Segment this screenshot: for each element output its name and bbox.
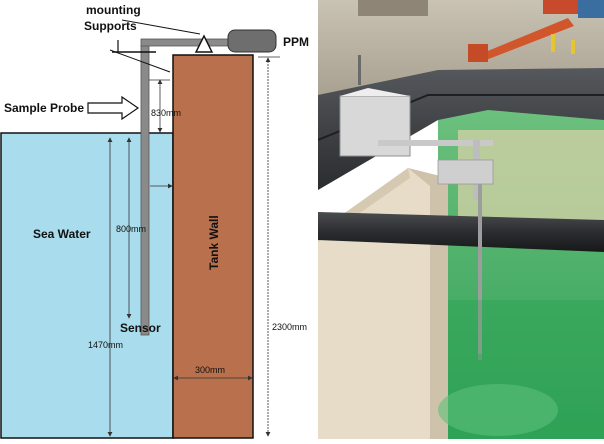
mounting-supports-label-line1: mounting	[86, 3, 141, 17]
crane-arm	[478, 18, 574, 60]
dim-2300mm: 2300mm	[272, 322, 307, 332]
sensor-label: Sensor	[120, 321, 161, 335]
dim-1470mm: 1470mm	[88, 340, 123, 350]
dim-300mm: 300mm	[195, 365, 225, 375]
dim-800mm: 800mm	[116, 224, 146, 234]
tank-wall-label: Tank Wall	[207, 215, 221, 270]
installation-diagram: mounting Supports PPM Sample Probe 830mm…	[0, 3, 310, 439]
probe-rod	[140, 44, 150, 336]
installation-photo	[318, 0, 604, 439]
dim-830mm: 830mm	[151, 108, 181, 118]
diagram-svg: mounting Supports PPM Sample Probe 830mm…	[0, 3, 309, 439]
tank-wall	[172, 54, 254, 439]
foreground-pipe	[318, 212, 604, 252]
support-arm	[140, 38, 232, 47]
ppm-instrument-box	[227, 29, 277, 53]
photo-probe	[478, 184, 482, 354]
wall-mount-triangle	[194, 34, 214, 53]
photo-svg	[318, 0, 604, 439]
concrete-wall	[318, 168, 448, 439]
sample-probe-label: Sample Probe	[4, 101, 84, 115]
ppm-label: PPM	[283, 35, 309, 49]
sample-probe-arrow	[87, 95, 140, 121]
instrument-box	[339, 95, 411, 157]
mounting-supports-label-line2: Supports	[84, 19, 137, 33]
sea-water-label: Sea Water	[33, 227, 91, 241]
